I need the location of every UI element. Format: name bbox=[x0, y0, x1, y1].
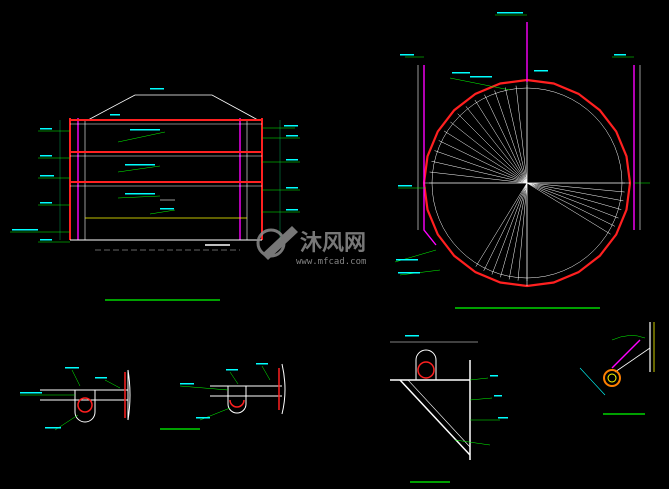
detail2-wall bbox=[281, 363, 286, 415]
support-pipe-inner bbox=[607, 373, 617, 383]
radial-spoke bbox=[526, 182, 611, 235]
radial-spoke bbox=[504, 87, 528, 184]
watermark-url: www.mfcad.com bbox=[296, 257, 366, 267]
detail1-wall bbox=[127, 369, 131, 421]
radial-spoke bbox=[494, 90, 528, 184]
support-pipe bbox=[603, 369, 621, 387]
detail1-pipe bbox=[77, 397, 93, 413]
detail2-annotations bbox=[180, 363, 268, 419]
radial-spoke bbox=[457, 113, 528, 184]
section-elevation bbox=[10, 88, 300, 301]
support-arm bbox=[614, 347, 651, 373]
triangle-clamp bbox=[415, 349, 437, 380]
bracket-detail-1 bbox=[20, 367, 131, 431]
radial-spoke bbox=[450, 121, 528, 184]
triangle-annotations bbox=[405, 335, 508, 419]
radial-spoke bbox=[508, 182, 528, 280]
bracket-detail-2 bbox=[160, 363, 286, 430]
left-pipe bbox=[423, 65, 437, 246]
radial-spoke bbox=[483, 182, 528, 272]
radial-spoke bbox=[491, 182, 528, 275]
radial-spoke bbox=[434, 150, 528, 184]
radial-spoke bbox=[474, 99, 528, 184]
radial-plan bbox=[394, 12, 650, 309]
elevation-dimensions bbox=[59, 120, 281, 240]
radial-spoke bbox=[526, 182, 619, 219]
radial-spoke bbox=[526, 182, 622, 210]
radial-spoke bbox=[526, 182, 624, 202]
plan-annotations bbox=[396, 12, 626, 274]
elevation-annotations bbox=[12, 88, 298, 241]
triangle-bracket-detail bbox=[390, 335, 508, 483]
detail1-annotations bbox=[20, 367, 107, 429]
triangle-diagonal-inner bbox=[407, 379, 471, 448]
watermark-logo-text: 沐风网 bbox=[300, 231, 366, 256]
radial-spoke bbox=[429, 171, 528, 184]
radial-spoke bbox=[465, 106, 528, 184]
mf-wrench-logo-icon bbox=[256, 226, 298, 260]
detail1-u-clamp bbox=[74, 390, 96, 423]
elevation-leaders bbox=[10, 127, 300, 243]
roof-outline bbox=[87, 94, 259, 121]
watermark: 沐风网 www.mfcad.com bbox=[256, 226, 366, 267]
plan-leaders bbox=[394, 14, 650, 276]
radial-spoke bbox=[500, 182, 528, 278]
support-dim bbox=[579, 367, 606, 396]
detail2-u-clamp bbox=[227, 386, 247, 414]
radial-spoke bbox=[438, 140, 528, 184]
detail2-pipe bbox=[229, 399, 245, 408]
triangle-pipe bbox=[417, 361, 435, 379]
triangle-diagonal-brace bbox=[399, 379, 471, 456]
radial-spoke bbox=[475, 182, 528, 267]
radial-spoke bbox=[443, 130, 528, 184]
radial-spoke bbox=[431, 160, 528, 184]
radial-spoke bbox=[517, 182, 528, 281]
support-angle-arc bbox=[611, 335, 646, 341]
support-arm-magenta bbox=[611, 339, 641, 369]
radial-spoke bbox=[526, 182, 625, 193]
radial-spoke bbox=[515, 85, 528, 184]
triangle-leaders bbox=[454, 377, 500, 446]
radial-spoke bbox=[526, 182, 616, 227]
radial-spoke bbox=[484, 94, 528, 184]
pipe-support-detail bbox=[579, 322, 655, 415]
